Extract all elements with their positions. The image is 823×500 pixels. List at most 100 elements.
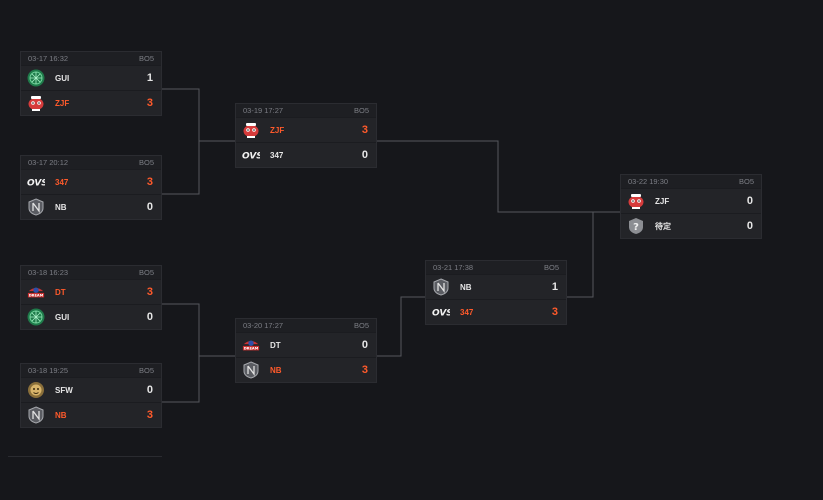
match-format: BO5 xyxy=(353,321,369,330)
team-row[interactable]: GUI 1 xyxy=(21,65,161,90)
match-header: 03-19 17:27 BO5 xyxy=(236,104,376,117)
team-score: 3 xyxy=(146,176,153,188)
team-name: ZJF xyxy=(55,98,70,108)
svg-text:OVS: OVS xyxy=(242,152,260,162)
nb-logo-icon xyxy=(432,278,450,296)
match-time: 03-17 20:12 xyxy=(28,158,69,167)
nb-logo-icon xyxy=(27,406,45,424)
zjf-logo-icon xyxy=(242,121,260,139)
team-score: 0 xyxy=(361,149,368,161)
team-score: 3 xyxy=(146,286,153,298)
team-name: 待定 xyxy=(655,221,671,231)
team-row[interactable]: OVS 347 3 xyxy=(21,169,161,194)
dt-logo-icon: DREAM xyxy=(242,336,260,354)
match-format: BO5 xyxy=(138,54,154,63)
tbd-logo-icon: ? xyxy=(627,217,645,235)
svg-text:OVS: OVS xyxy=(27,179,45,189)
match-header: 03-17 16:32 BO5 xyxy=(21,52,161,65)
gui-logo-icon xyxy=(27,308,45,326)
match-header: 03-21 17:38 BO5 xyxy=(426,261,566,274)
zjf-logo-icon xyxy=(27,94,45,112)
team-name: DT xyxy=(55,287,66,297)
match-time: 03-19 17:27 xyxy=(243,106,284,115)
nb-logo-icon xyxy=(27,198,45,216)
match-format: BO5 xyxy=(543,263,559,272)
match-time: 03-17 16:32 xyxy=(28,54,69,63)
match-format: BO5 xyxy=(138,366,154,375)
svg-text:DREAM: DREAM xyxy=(29,294,44,298)
match-time: 03-18 16:23 xyxy=(28,268,69,277)
sfw-logo-icon xyxy=(27,381,45,399)
match-time: 03-21 17:38 xyxy=(433,263,474,272)
match-header: 03-18 16:23 BO5 xyxy=(21,266,161,279)
match-time: 03-18 19:25 xyxy=(28,366,69,375)
team-name: NB xyxy=(55,410,67,420)
match-header: 03-20 17:27 BO5 xyxy=(236,319,376,332)
ovs-logo-icon: OVS xyxy=(242,146,260,164)
team-row[interactable]: DREAM DT 3 xyxy=(21,279,161,304)
team-score: 3 xyxy=(146,409,153,421)
team-name: 347 xyxy=(460,307,474,317)
team-row[interactable]: OVS 347 0 xyxy=(236,142,376,167)
team-name: GUI xyxy=(55,73,70,83)
gui-logo-icon xyxy=(27,69,45,87)
team-score: 3 xyxy=(361,364,368,376)
team-name: 347 xyxy=(55,177,69,187)
match-header: 03-17 20:12 BO5 xyxy=(21,156,161,169)
team-row[interactable]: ? 待定 0 xyxy=(621,213,761,238)
team-score: 3 xyxy=(146,97,153,109)
match-header: 03-18 19:25 BO5 xyxy=(21,364,161,377)
team-name: NB xyxy=(55,202,67,212)
match-time: 03-20 17:27 xyxy=(243,321,284,330)
match-format: BO5 xyxy=(353,106,369,115)
team-score: 0 xyxy=(361,339,368,351)
team-score: 3 xyxy=(551,306,558,318)
team-name: GUI xyxy=(55,312,70,322)
team-row[interactable]: ZJF 3 xyxy=(21,90,161,115)
team-score: 1 xyxy=(146,72,153,84)
team-score: 0 xyxy=(746,220,753,232)
team-row[interactable]: OVS 347 3 xyxy=(426,299,566,324)
match-format: BO5 xyxy=(138,158,154,167)
team-name: ZJF xyxy=(270,125,285,135)
dt-logo-icon: DREAM xyxy=(27,283,45,301)
nb-logo-icon xyxy=(242,361,260,379)
match-card-r1m2[interactable]: 03-17 20:12 BO5OVS 347 3NB 0 xyxy=(20,155,162,220)
team-row[interactable]: GUI 0 xyxy=(21,304,161,329)
match-format: BO5 xyxy=(138,268,154,277)
team-row[interactable]: NB 1 xyxy=(426,274,566,299)
ovs-logo-icon: OVS xyxy=(27,173,45,191)
team-row[interactable]: NB 3 xyxy=(21,402,161,427)
team-row[interactable]: NB 0 xyxy=(21,194,161,219)
svg-text:OVS: OVS xyxy=(432,309,450,319)
team-score: 0 xyxy=(146,311,153,323)
match-card-r2m1[interactable]: 03-19 17:27 BO5ZJF3OVS 347 0 xyxy=(235,103,377,168)
svg-text:DREAM: DREAM xyxy=(244,347,259,351)
team-row[interactable]: DREAM DT 0 xyxy=(236,332,376,357)
divider-line xyxy=(8,456,162,457)
zjf-logo-icon xyxy=(627,192,645,210)
svg-text:?: ? xyxy=(633,222,639,233)
team-score: 0 xyxy=(146,201,153,213)
team-score: 1 xyxy=(551,281,558,293)
match-time: 03-22 19:30 xyxy=(628,177,669,186)
team-name: SFW xyxy=(55,385,73,395)
team-name: 347 xyxy=(270,150,284,160)
team-name: NB xyxy=(460,282,472,292)
team-name: DT xyxy=(270,340,281,350)
ovs-logo-icon: OVS xyxy=(432,303,450,321)
team-name: ZJF xyxy=(655,196,670,206)
